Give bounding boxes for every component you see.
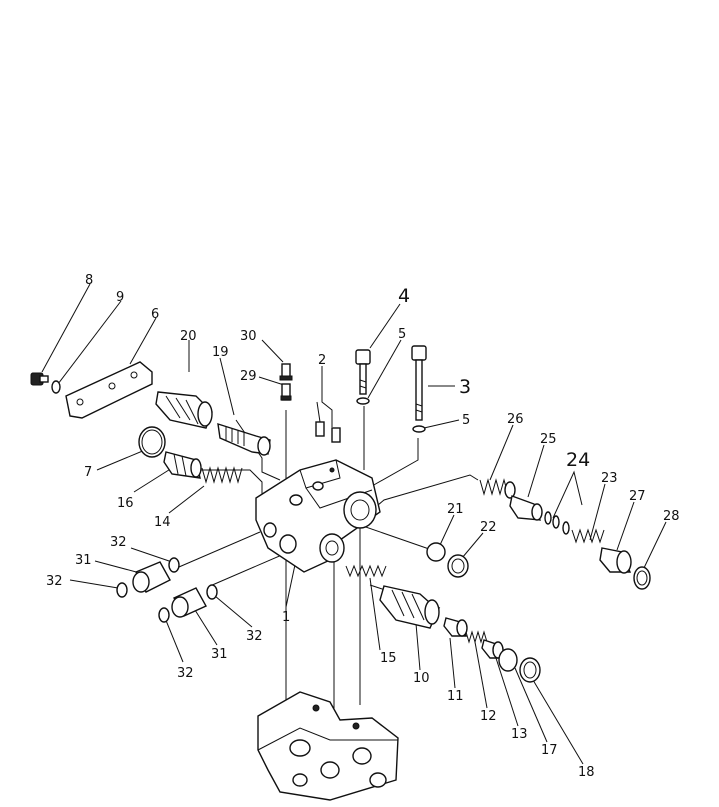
snap-ring-part-18	[519, 657, 541, 683]
o-ring-part-32a	[168, 557, 180, 573]
callout-10: 10	[413, 671, 430, 686]
plug-part-17	[498, 648, 518, 672]
fitting-part-29	[280, 383, 292, 401]
callout-29: 29	[240, 369, 257, 384]
lower-housing	[257, 691, 399, 801]
bolt-part-3	[411, 345, 427, 421]
callout-21: 21	[447, 502, 464, 517]
washer-part-5a	[356, 397, 370, 405]
o-ring-part-32d	[206, 584, 218, 600]
callout-32-d: 32	[177, 666, 194, 681]
callout-31-b: 31	[211, 647, 228, 662]
callout-28: 28	[663, 509, 680, 524]
callout-19: 19	[212, 345, 229, 360]
callout-32-a: 32	[110, 535, 127, 550]
washer-part-5b	[412, 425, 426, 433]
o-ring-part-32b	[116, 582, 128, 598]
snap-ring-part-22	[447, 554, 469, 578]
washer-part-9	[51, 380, 61, 394]
spool-part-20	[155, 391, 213, 429]
callout-27: 27	[629, 489, 646, 504]
callout-16: 16	[117, 496, 134, 511]
callout-9: 9	[116, 290, 124, 305]
spring-part-26	[479, 478, 516, 499]
collar-part-11	[443, 617, 468, 637]
cap-part-21	[426, 542, 446, 562]
bolt-part-8	[30, 372, 49, 386]
callout-24: 24	[566, 449, 590, 471]
valve-part-16	[163, 451, 202, 479]
callout-17: 17	[541, 743, 558, 758]
spool-part-10	[379, 585, 440, 629]
spring-part-14	[201, 466, 243, 484]
callout-12: 12	[480, 709, 497, 724]
callout-32-b: 32	[46, 574, 63, 589]
bolt-part-4	[355, 349, 371, 395]
plug-part-27	[599, 547, 632, 574]
snap-ring-part-28	[633, 566, 651, 590]
callout-18: 18	[578, 765, 595, 780]
callout-1: 1	[282, 610, 290, 625]
callout-25: 25	[540, 432, 557, 447]
callout-15: 15	[380, 651, 397, 666]
callout-30: 30	[240, 329, 257, 344]
leader-lines	[41, 283, 667, 765]
callout-6: 6	[151, 307, 159, 322]
callout-5-upper: 5	[398, 327, 406, 342]
callout-8: 8	[85, 273, 93, 288]
ring-set-part-24	[544, 511, 570, 535]
callout-7: 7	[84, 465, 92, 480]
callout-5-lower: 5	[462, 413, 470, 428]
plug-part-2	[315, 421, 341, 443]
spring-part-23	[571, 528, 605, 544]
valve-body-part-1	[255, 459, 381, 573]
spool-part-19	[217, 422, 271, 456]
callout-23: 23	[601, 471, 618, 486]
spring-part-12	[465, 630, 488, 644]
callout-4: 4	[398, 285, 410, 307]
fitting-part-30	[279, 363, 293, 381]
piston-part-25	[509, 495, 543, 521]
callout-3: 3	[459, 376, 471, 398]
sleeve-part-31a	[132, 561, 171, 593]
callout-14: 14	[154, 515, 171, 530]
callout-32-c: 32	[246, 629, 263, 644]
cover-plate-part-6	[65, 361, 153, 419]
callout-26: 26	[507, 412, 524, 427]
o-ring-part-32c	[158, 607, 170, 623]
sleeve-part-31b	[171, 587, 207, 618]
callout-13: 13	[511, 727, 528, 742]
callout-11: 11	[447, 689, 464, 704]
callout-22: 22	[480, 520, 497, 535]
o-ring-part-7	[138, 426, 166, 458]
spring-part-15	[345, 564, 387, 578]
callout-2: 2	[318, 353, 326, 368]
callout-20: 20	[180, 329, 197, 344]
callout-labels: 8 9 6 20 19 30 29 2 4 5 3 5 26 25 24 23 …	[46, 273, 680, 780]
callout-31-a: 31	[75, 553, 92, 568]
